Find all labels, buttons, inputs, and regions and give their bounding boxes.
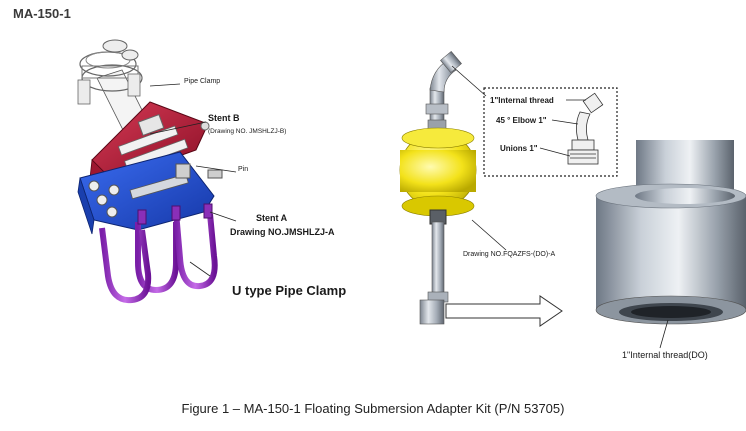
label-elbow: 45 ° Elbow 1" <box>496 116 547 125</box>
right-leader-lines <box>451 65 669 349</box>
label-stent-a: Stent A <box>256 213 288 223</box>
label-unions: Unions 1" <box>500 144 538 153</box>
label-internal-thread: 1"Internal thread <box>490 96 554 105</box>
label-stent-a-drawing: Drawing NO.JMSHLZJ-A <box>230 227 335 237</box>
inset-box <box>483 87 618 177</box>
document-heading: MA-150-1 <box>13 6 71 21</box>
floating-adapter <box>399 50 477 325</box>
label-pin: Pin <box>238 166 249 173</box>
label-u-type-pipe-clamp: U type Pipe Clamp <box>232 283 347 298</box>
inset-elbow-drawing <box>567 92 604 165</box>
label-pipe-clamp: Pipe Clamp <box>184 78 221 85</box>
label-stent-b: Stent B <box>208 113 240 123</box>
label-drawing-no: Drawing NO.FQAZFS-(DO)-A <box>463 251 556 258</box>
detail-arrow <box>445 295 563 327</box>
zoomed-thread-detail <box>595 140 746 325</box>
label-internal-thread-do: 1"Internal thread(DO) <box>622 350 708 360</box>
left-leader-lines <box>149 83 237 277</box>
figure-caption: Figure 1 – MA-150-1 Floating Submersion … <box>181 401 565 416</box>
label-stent-b-drawing: (Drawing NO. JMSHLZJ-B) <box>208 128 287 135</box>
u-pipe-clamp <box>99 203 218 304</box>
